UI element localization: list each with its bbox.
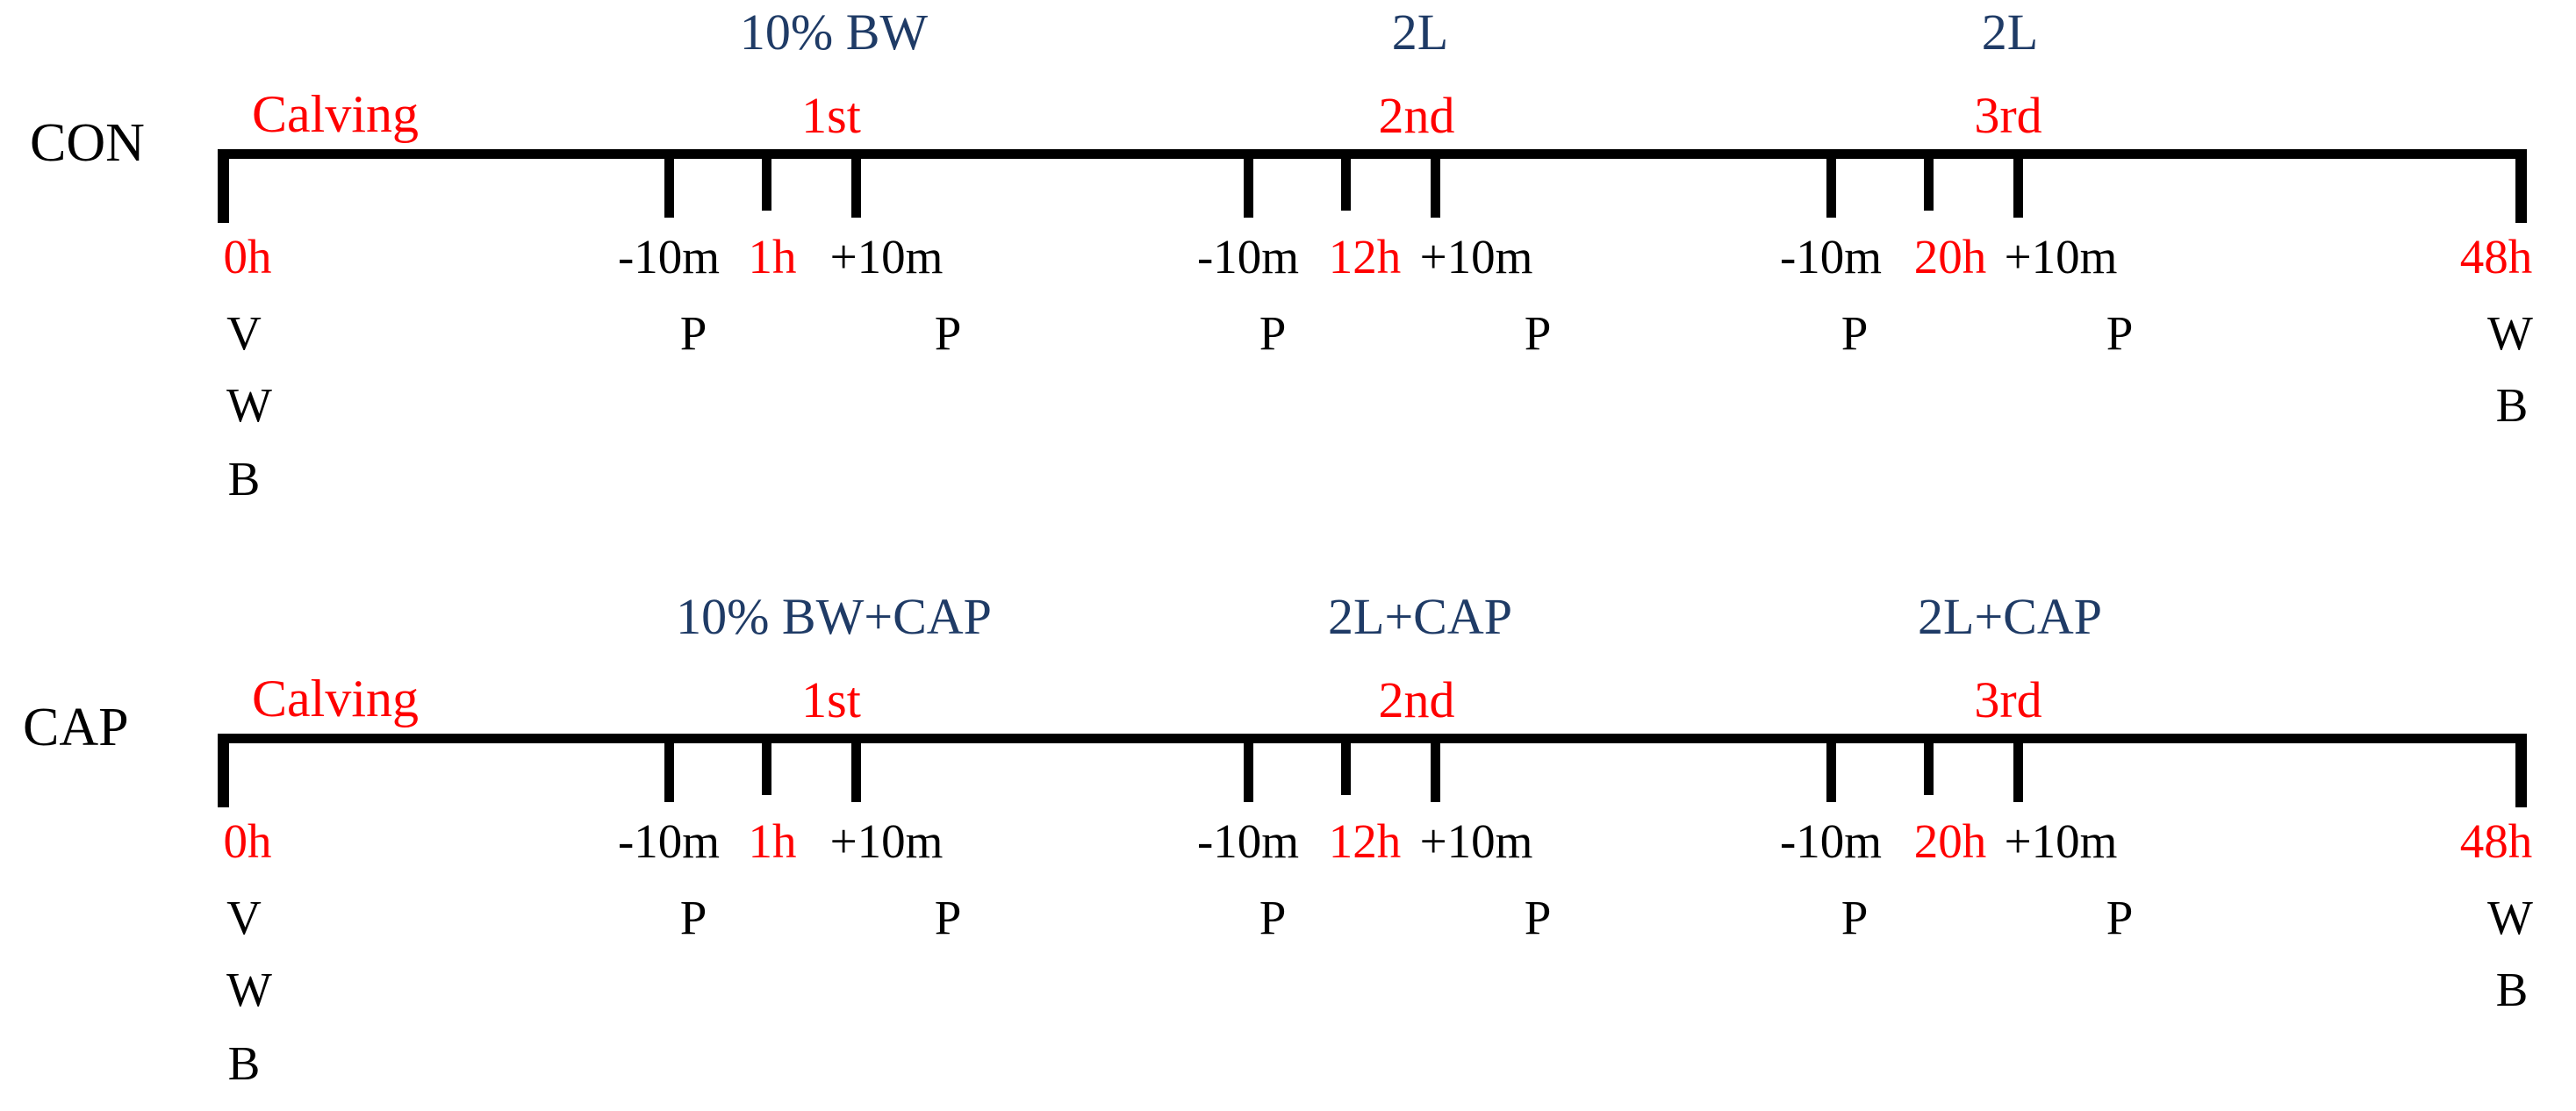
sample-start-3-cap: B	[227, 1036, 261, 1090]
tick-end-cap	[2515, 734, 2527, 807]
ordinal-label-e1-con: 1st	[801, 87, 861, 144]
time-e2-post-cap: +10m	[1419, 814, 1533, 868]
time-start-cap: 0h	[223, 814, 272, 868]
time-e3-post-con: +10m	[2004, 230, 2118, 283]
tick-e3-pre-cap	[1826, 741, 1836, 802]
tick-e3-center-cap	[1924, 741, 1934, 795]
sample-e3-post-cap: P	[2106, 891, 2134, 944]
sample-end-2-cap: B	[2495, 963, 2529, 1016]
tick-e2-post-cap	[1431, 741, 1440, 802]
sample-e1-pre-con: P	[679, 306, 707, 360]
timeline-axis-cap	[218, 734, 2526, 743]
tick-e3-post-cap	[2013, 741, 2023, 802]
time-e3-pre-con: -10m	[1779, 230, 1883, 283]
tick-e3-pre-con	[1826, 156, 1836, 218]
tick-e1-post-cap	[851, 741, 861, 802]
time-e2-post-con: +10m	[1419, 230, 1533, 283]
time-e2-center-con: 12h	[1328, 230, 1402, 283]
tick-e1-pre-cap	[664, 741, 674, 802]
tick-e2-center-con	[1341, 156, 1351, 211]
tick-end-con	[2515, 149, 2527, 223]
sample-e2-pre-cap: P	[1259, 891, 1287, 944]
tick-e1-center-con	[762, 156, 771, 211]
sample-start-2-cap: W	[226, 963, 272, 1016]
sample-e1-pre-cap: P	[679, 891, 707, 944]
tick-e2-pre-con	[1244, 156, 1253, 218]
time-e3-center-cap: 20h	[1913, 814, 1987, 868]
time-e3-center-con: 20h	[1913, 230, 1987, 283]
sample-e3-pre-con: P	[1841, 306, 1869, 360]
calving-label-cap: Calving	[252, 670, 419, 728]
sample-e1-post-con: P	[934, 306, 962, 360]
sample-end-1-con: W	[2487, 306, 2533, 360]
sample-e1-post-cap: P	[934, 891, 962, 944]
tick-e3-post-con	[2013, 156, 2023, 218]
sample-start-2-con: W	[226, 378, 272, 432]
sample-e2-post-cap: P	[1524, 891, 1552, 944]
dose-label-e1-cap: 10% BW+CAP	[676, 588, 992, 645]
group-label-con: CON	[30, 113, 145, 173]
tick-e2-post-con	[1431, 156, 1440, 218]
tick-start-cap	[218, 734, 229, 807]
dose-label-e1-con: 10% BW	[739, 4, 929, 61]
ordinal-label-e3-cap: 3rd	[1974, 671, 2042, 728]
sample-e2-pre-con: P	[1259, 306, 1287, 360]
sample-e3-post-con: P	[2106, 306, 2134, 360]
sample-e2-post-con: P	[1524, 306, 1552, 360]
time-e1-center-cap: 1h	[748, 814, 797, 868]
sample-start-3-con: B	[227, 452, 261, 505]
tick-start-con	[218, 149, 229, 223]
sample-start-1-cap: V	[226, 891, 262, 944]
time-e2-pre-cap: -10m	[1196, 814, 1300, 868]
tick-e1-post-con	[851, 156, 861, 218]
sample-e3-pre-cap: P	[1841, 891, 1869, 944]
tick-e2-pre-cap	[1244, 741, 1253, 802]
ordinal-label-e2-con: 2nd	[1378, 87, 1455, 144]
dose-label-e3-cap: 2L+CAP	[1918, 588, 2102, 645]
dose-label-e3-con: 2L	[1981, 4, 2039, 61]
time-end-con: 48h	[2459, 230, 2533, 283]
tick-e3-center-con	[1924, 156, 1934, 211]
sample-start-1-con: V	[226, 306, 262, 360]
time-e1-post-con: +10m	[829, 230, 944, 283]
time-e3-post-cap: +10m	[2004, 814, 2118, 868]
dose-label-e2-cap: 2L+CAP	[1328, 588, 1512, 645]
time-e1-center-con: 1h	[748, 230, 797, 283]
time-e1-post-cap: +10m	[829, 814, 944, 868]
calving-label-con: Calving	[252, 85, 419, 143]
dose-label-e2-con: 2L	[1391, 4, 1449, 61]
tick-e2-center-cap	[1341, 741, 1351, 795]
sample-end-2-con: B	[2495, 378, 2529, 432]
ordinal-label-e1-cap: 1st	[801, 671, 861, 728]
time-e2-center-cap: 12h	[1328, 814, 1402, 868]
sample-end-1-cap: W	[2487, 891, 2533, 944]
ordinal-label-e3-con: 3rd	[1974, 87, 2042, 144]
tick-e1-center-cap	[762, 741, 771, 795]
time-e1-pre-con: -10m	[617, 230, 721, 283]
ordinal-label-e2-cap: 2nd	[1378, 671, 1455, 728]
group-label-cap: CAP	[23, 698, 129, 757]
time-start-con: 0h	[223, 230, 272, 283]
time-e3-pre-cap: -10m	[1779, 814, 1883, 868]
timeline-axis-con	[218, 149, 2526, 159]
time-e2-pre-con: -10m	[1196, 230, 1300, 283]
time-end-cap: 48h	[2459, 814, 2533, 868]
tick-e1-pre-con	[664, 156, 674, 218]
time-e1-pre-cap: -10m	[617, 814, 721, 868]
